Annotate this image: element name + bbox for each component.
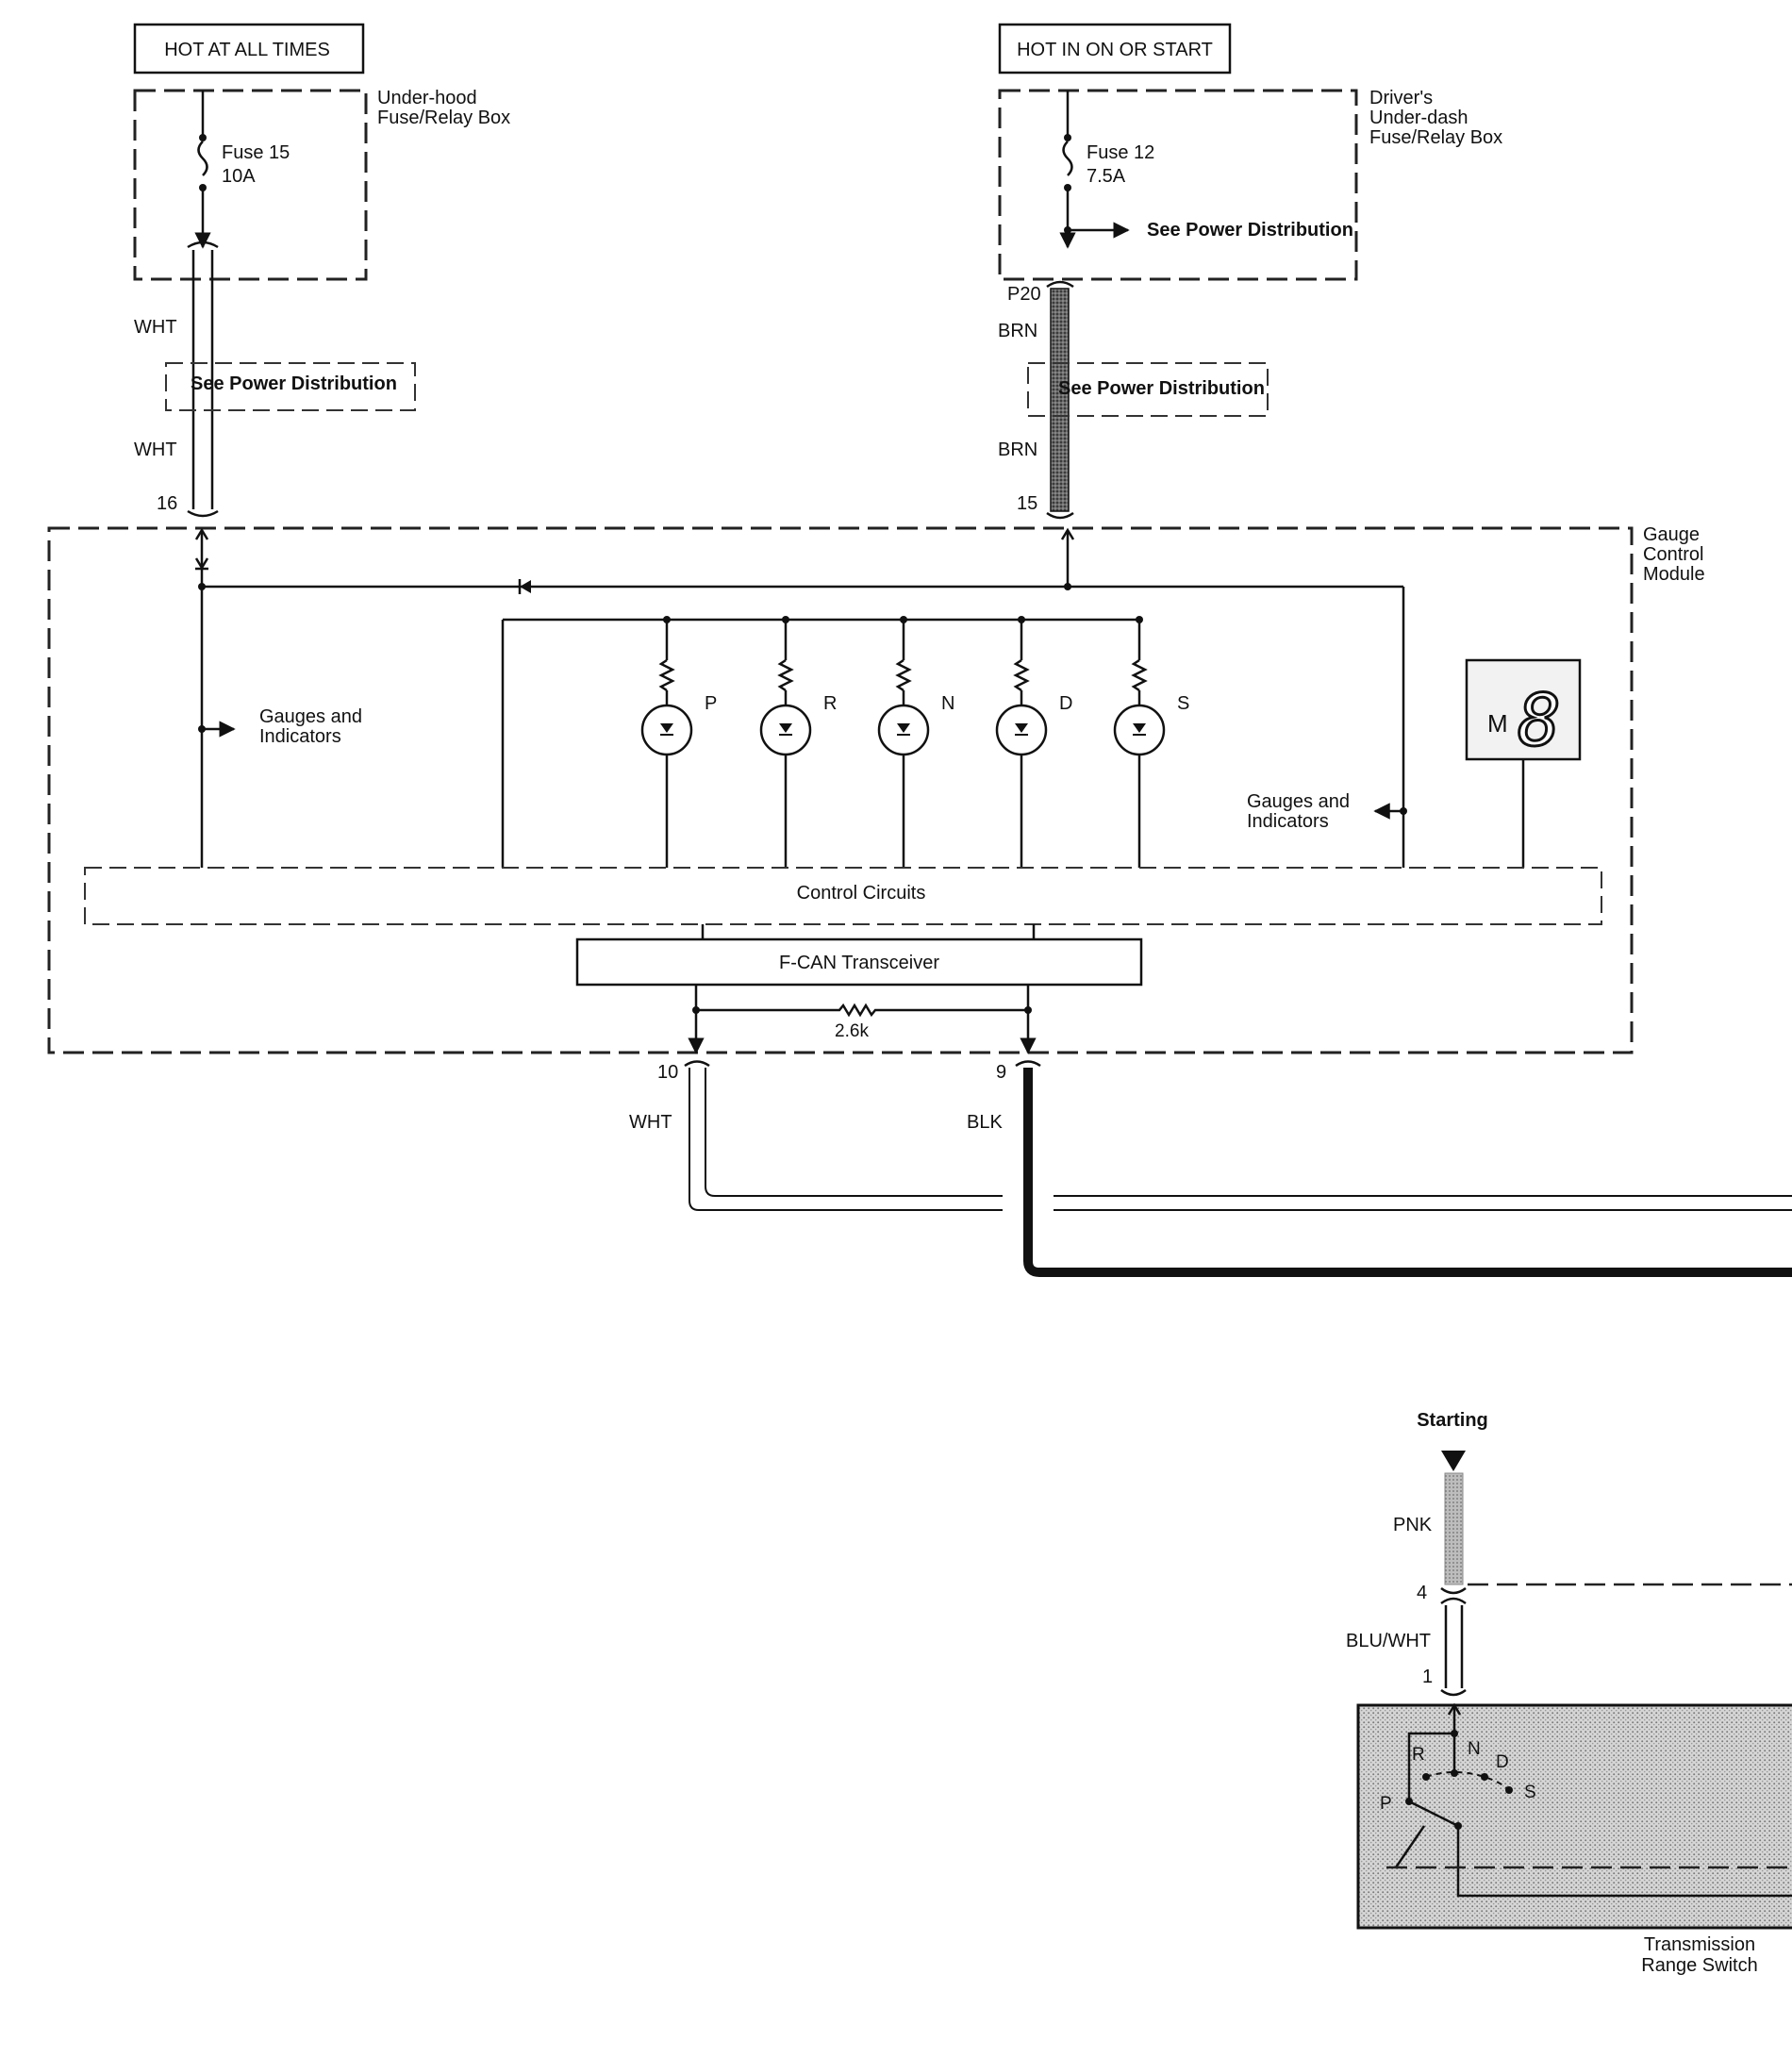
starting-label: Starting: [1417, 1410, 1488, 1431]
wire-color-brn-lower: BRN: [998, 440, 1037, 460]
see-power-distribution-link-left[interactable]: See Power Distribution: [191, 373, 397, 394]
wire-color-blk: BLK: [967, 1112, 1003, 1133]
range-switch-position-s: S: [1524, 1783, 1536, 1802]
gauges-indicators-left-line2: Indicators: [259, 726, 341, 747]
connector-pin-9: 9: [996, 1062, 1006, 1083]
fuse-15-rating: 10A: [222, 166, 256, 187]
control-circuits-label: Control Circuits: [797, 883, 926, 904]
indicator-label-d: D: [1059, 693, 1072, 714]
control-circuits-block: Control Circuits: [84, 867, 1602, 925]
wire-color-wht-lower: WHT: [134, 440, 177, 460]
hot-in-on-or-start-box: HOT IN ON OR START: [998, 23, 1232, 75]
indicator-lamp-p: P: [640, 616, 717, 868]
fuse-15-symbol: [194, 91, 211, 249]
indicator-label-n: N: [941, 693, 954, 714]
blu-wht-wire: [1444, 1605, 1464, 1688]
gauges-indicators-left-line1: Gauges and: [259, 706, 362, 727]
indicator-lamp-n: N: [877, 616, 954, 868]
underdash-fuse-box: Driver's Under-dash Fuse/Relay Box Fuse …: [998, 88, 1502, 281]
indicator-lamp-d: D: [995, 616, 1072, 868]
underdash-label-line1: Driver's: [1369, 88, 1433, 108]
connector-pin-10: 10: [657, 1062, 678, 1083]
indicator-lamp-r: R: [759, 616, 837, 868]
see-power-distribution-link-right[interactable]: See Power Distribution: [1058, 378, 1265, 399]
hot-at-all-times-box: HOT AT ALL TIMES: [133, 23, 365, 75]
gauge-module-title-line2: Control: [1643, 544, 1703, 565]
connector-pin-15: 15: [1017, 493, 1037, 514]
range-switch-position-d: D: [1496, 1752, 1509, 1772]
wire-color-blu-wht: BLU/WHT: [1346, 1631, 1431, 1651]
fuse-12-rating: 7.5A: [1087, 166, 1126, 187]
indicator-label-p: P: [705, 693, 717, 714]
range-switch-title-line1: Transmission: [1644, 1934, 1755, 1955]
connector-pin-1: 1: [1422, 1667, 1433, 1687]
starting-arrow-icon: [1441, 1451, 1466, 1471]
wht-wire-left: [187, 241, 219, 518]
fuse-12-name: Fuse 12: [1087, 142, 1154, 163]
wire-color-pnk: PNK: [1393, 1515, 1433, 1535]
underhood-label-line1: Under-hood: [377, 88, 477, 108]
resistor-value: 2.6k: [835, 1021, 869, 1041]
transmission-range-switch: P R N D S: [1356, 1702, 1792, 1930]
see-power-distribution-box-left: See Power Distribution: [165, 362, 416, 411]
gauges-indicators-right-line1: Gauges and: [1247, 791, 1350, 812]
underdash-label-line3: Fuse/Relay Box: [1369, 127, 1502, 148]
connector-p20: P20: [1007, 284, 1041, 305]
indicator-label-r: R: [823, 693, 837, 714]
range-switch-position-r: R: [1412, 1745, 1425, 1765]
gauge-control-module: Gauge Control Module Gauges and Indicato…: [47, 524, 1705, 1054]
gauge-module-title-line3: Module: [1643, 564, 1705, 585]
range-switch-position-p: P: [1380, 1794, 1392, 1814]
fcan-transceiver-label: F-CAN Transceiver: [779, 953, 939, 973]
underhood-fuse-box: Under-hood Fuse/Relay Box Fuse 15 10A: [133, 88, 510, 281]
see-power-distribution-box-right: See Power Distribution: [1027, 362, 1269, 417]
underdash-label-line2: Under-dash: [1369, 108, 1468, 128]
connector-pin-16: 16: [157, 493, 177, 514]
underhood-label-line2: Fuse/Relay Box: [377, 108, 510, 128]
brn-wire: [1046, 280, 1074, 520]
display-mode-letter: M: [1487, 709, 1508, 738]
hot-in-on-or-start-label: HOT IN ON OR START: [1017, 40, 1213, 60]
gauge-module-title-line1: Gauge: [1643, 524, 1700, 545]
connector-pin-4: 4: [1417, 1583, 1427, 1603]
hot-at-all-times-label: HOT AT ALL TIMES: [164, 40, 330, 60]
fuse-15-name: Fuse 15: [222, 142, 290, 163]
range-switch-position-n: N: [1468, 1739, 1481, 1759]
wire-color-wht-upper: WHT: [134, 317, 177, 338]
fuse-12-symbol: [1059, 91, 1130, 249]
indicator-label-s: S: [1177, 693, 1189, 714]
indicator-lamp-s: S: [1113, 616, 1189, 868]
termination-resistor: [696, 1003, 1028, 1018]
gauges-indicators-right-line2: Indicators: [1247, 811, 1329, 832]
range-switch-title-line2: Range Switch: [1641, 1955, 1757, 1976]
blk-fcan-wire: [1023, 1068, 1792, 1277]
pnk-wire: [1444, 1472, 1464, 1585]
wht-fcan-wire: [689, 1068, 1792, 1211]
display-digit: 8: [1518, 678, 1561, 762]
see-power-distribution-link-underdash[interactable]: See Power Distribution: [1147, 220, 1353, 241]
fcan-transceiver-block: F-CAN Transceiver: [575, 937, 1143, 987]
gear-position-display: M 8: [1465, 658, 1582, 868]
wire-color-wht-fcan: WHT: [629, 1112, 672, 1133]
wire-color-brn-upper: BRN: [998, 321, 1037, 341]
